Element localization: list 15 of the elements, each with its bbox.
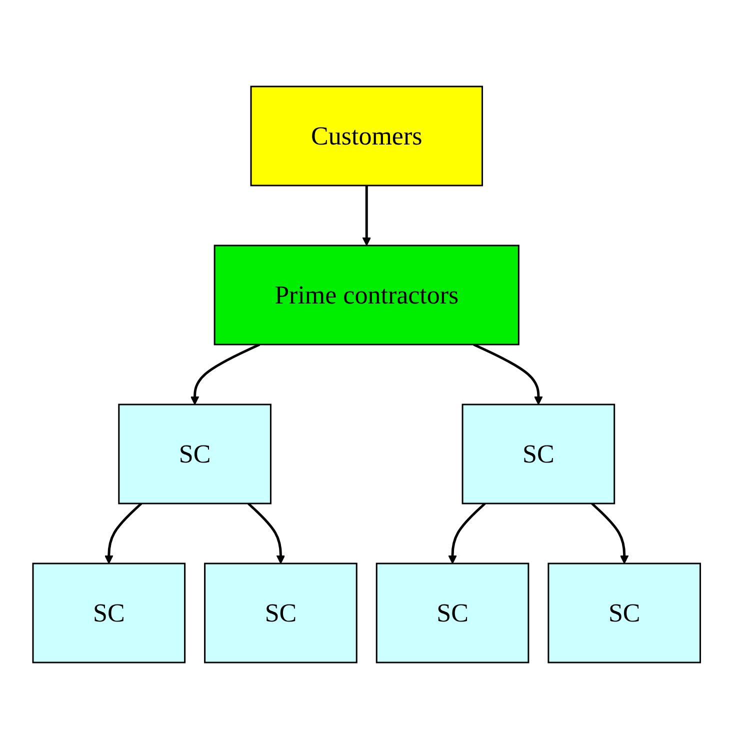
arrow	[448, 502, 486, 564]
arrow	[362, 186, 371, 246]
node-box: Customers	[250, 86, 483, 186]
arrow	[190, 343, 260, 405]
node-box: SC	[548, 562, 701, 664]
arrow	[247, 502, 285, 564]
node-box: SC	[32, 562, 186, 664]
node-box: SC	[462, 404, 615, 504]
arrow	[472, 343, 543, 405]
arrow	[104, 502, 142, 564]
node-box: SC	[118, 404, 272, 504]
node-box: SC	[376, 562, 530, 664]
node-box: Prime contractors	[214, 244, 520, 346]
arrow	[590, 502, 629, 564]
node-box: SC	[204, 562, 358, 664]
